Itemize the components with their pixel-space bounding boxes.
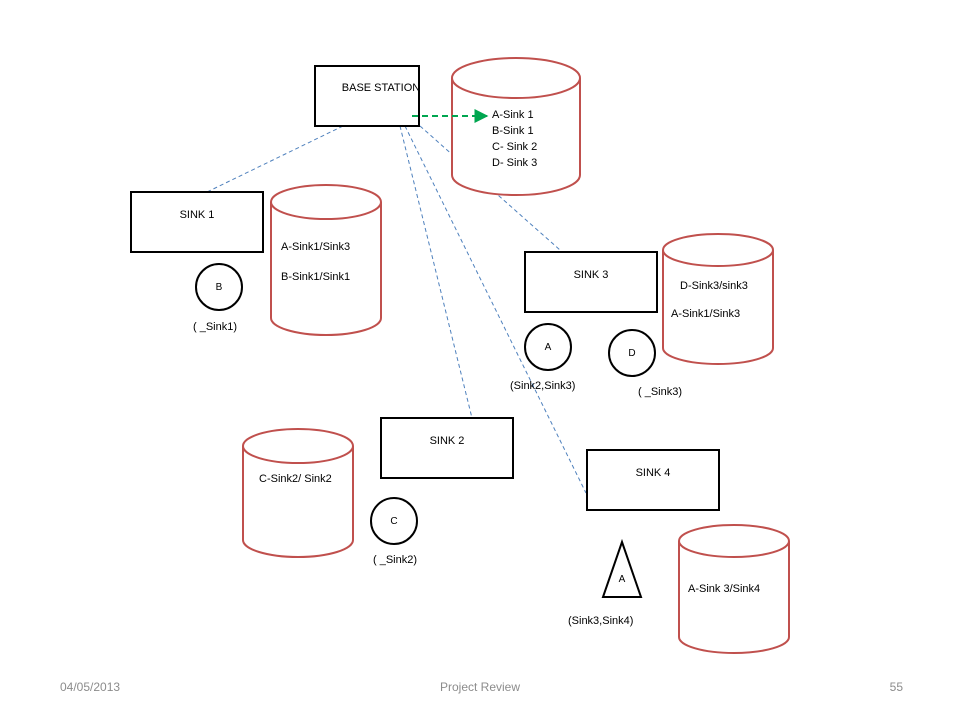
link-base-sink4 [404,125,587,494]
link-base-sink1 [206,125,344,193]
sink1-label: SINK 1 [180,209,215,221]
sink1-db-row-2: B-Sink1/Sink1 [281,271,350,283]
sink1-box [130,191,264,253]
sink1-db-row-1: A-Sink1/Sink3 [281,241,350,253]
sink3-group: SINK 3 D-Sink3/sink3 A-Sink1/Sink3 A (Si… [510,233,774,398]
sink2-database: C-Sink2/ Sink2 [242,428,354,558]
base-db-row-1: A-Sink 1 [492,109,534,121]
sink2-group: SINK 2 C-Sink2/ Sink2 C ( _Sink2) [242,417,514,566]
sink2-label: SINK 2 [430,435,465,447]
node-d-caption: ( _Sink3) [638,386,682,398]
sink2-box [380,417,514,479]
footer-page-number: 55 [889,680,903,694]
sink3-db-row-1: D-Sink3/sink3 [680,280,748,292]
footer-title: Project Review [439,680,521,694]
sink3-db-row-2: A-Sink1/Sink3 [671,308,740,320]
sink2-db-row-1: C-Sink2/ Sink2 [259,473,332,485]
base-db-row-2: B-Sink 1 [492,125,534,137]
node-a-sink4-label: A [619,574,626,585]
link-base-sink2 [399,125,473,419]
node-b-caption: ( _Sink1) [193,321,237,333]
base-db-row-4: D- Sink 3 [492,157,537,169]
node-b-label: B [216,282,223,293]
sink4-box [586,449,720,511]
sink4-label: SINK 4 [636,467,671,479]
sink4-group: SINK 4 A-Sink 3/Sink4 A (Sink3,Sink4) [568,449,790,654]
node-a-sink4-caption: (Sink3,Sink4) [568,615,633,627]
sink3-box [524,251,658,313]
sink3-label: SINK 3 [574,269,609,281]
footer-date: 04/05/2013 [60,680,121,694]
sink4-database: A-Sink 3/Sink4 [678,524,790,654]
base-station-database: A-Sink 1 B-Sink 1 C- Sink 2 D- Sink 3 [451,57,581,196]
base-db-row-3: C- Sink 2 [492,141,537,153]
node-d-circle [608,329,656,377]
node-b-circle [195,263,243,311]
node-c-circle [370,497,418,545]
sink4-db-row-1: A-Sink 3/Sink4 [688,583,760,595]
sink3-database: D-Sink3/sink3 A-Sink1/Sink3 [662,233,774,365]
node-d-label: D [628,348,635,359]
base-station-label: BASE STATION [342,82,420,94]
node-c-caption: ( _Sink2) [373,554,417,566]
node-c-label: C [390,516,397,527]
node-a-sink4-triangle [601,538,643,598]
base-station-box [314,65,420,127]
node-a-sink3-label: A [545,342,552,353]
sink1-database: A-Sink1/Sink3 B-Sink1/Sink1 [270,184,382,336]
base-station-group: BASE STATION A-Sink 1 B-Sink 1 C- Sink 2… [314,57,581,196]
node-a-sink3-circle [524,323,572,371]
node-a-sink3-caption: (Sink2,Sink3) [510,380,575,392]
sink1-group: SINK 1 A-Sink1/Sink3 B-Sink1/Sink1 B ( _… [130,184,382,336]
